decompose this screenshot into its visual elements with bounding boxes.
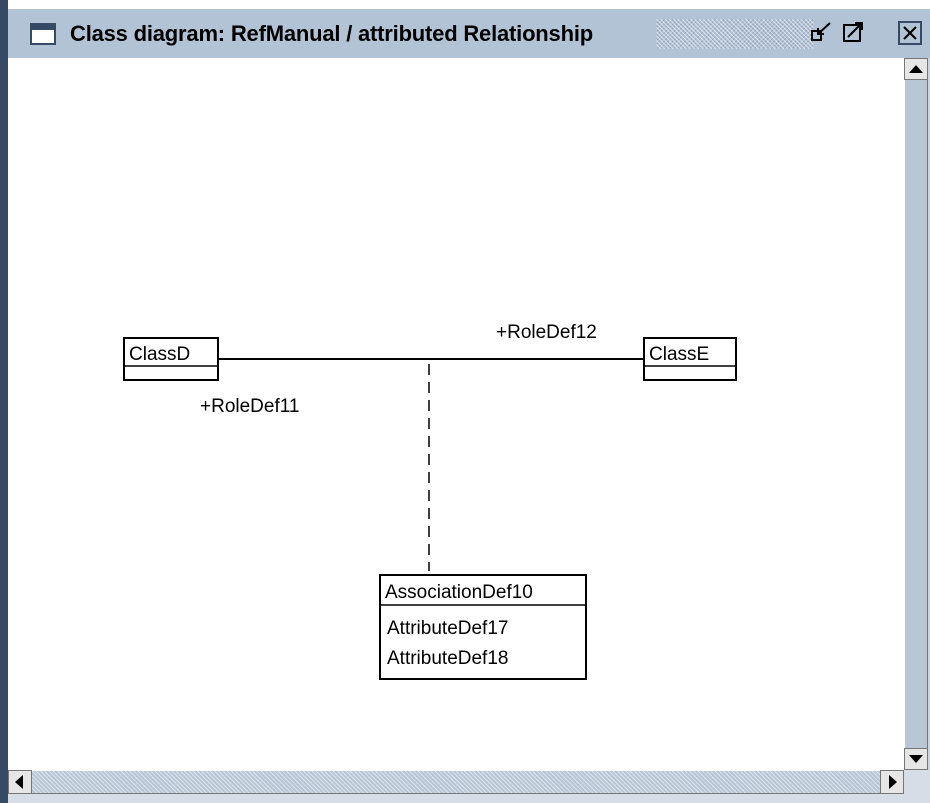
scroll-up-icon[interactable] (904, 58, 928, 80)
horizontal-scroll-thumb[interactable] (32, 770, 880, 794)
attribute-item: AttributeDef17 (387, 618, 508, 639)
class-box-classd[interactable]: ClassD (123, 337, 219, 381)
window-bottom-border (8, 794, 904, 803)
class-name: ClassD (129, 344, 190, 365)
association-class-box[interactable]: AssociationDef10 AttributeDef17 Attribut… (379, 574, 587, 680)
attribute-item: AttributeDef18 (387, 648, 508, 669)
scrollbar-corner (904, 770, 930, 803)
scroll-down-icon[interactable] (904, 748, 928, 770)
role-label-end1[interactable]: +RoleDef11 (200, 396, 299, 417)
maximize-icon[interactable] (842, 20, 866, 46)
horizontal-scrollbar[interactable] (8, 770, 904, 794)
diagram-canvas[interactable]: ClassD ClassE +RoleDef11 +RoleDef12 Asso… (8, 58, 904, 770)
class-name: ClassE (649, 344, 709, 365)
scroll-left-icon[interactable] (8, 770, 32, 794)
window-icon (30, 23, 56, 45)
class-box-classe[interactable]: ClassE (643, 337, 737, 381)
minimize-icon[interactable] (810, 20, 834, 46)
window-left-border (0, 0, 8, 803)
class-name: AssociationDef10 (385, 582, 533, 603)
title-bar-grip (656, 19, 814, 49)
scroll-right-icon[interactable] (880, 770, 904, 794)
role-label-end2[interactable]: +RoleDef12 (496, 322, 597, 343)
window-title: Class diagram: RefManual / attributed Re… (70, 21, 593, 46)
vertical-scroll-thumb[interactable] (904, 80, 928, 748)
close-icon[interactable] (898, 21, 922, 45)
vertical-scrollbar[interactable] (904, 58, 930, 770)
window-title-bar[interactable]: Class diagram: RefManual / attributed Re… (8, 8, 930, 59)
